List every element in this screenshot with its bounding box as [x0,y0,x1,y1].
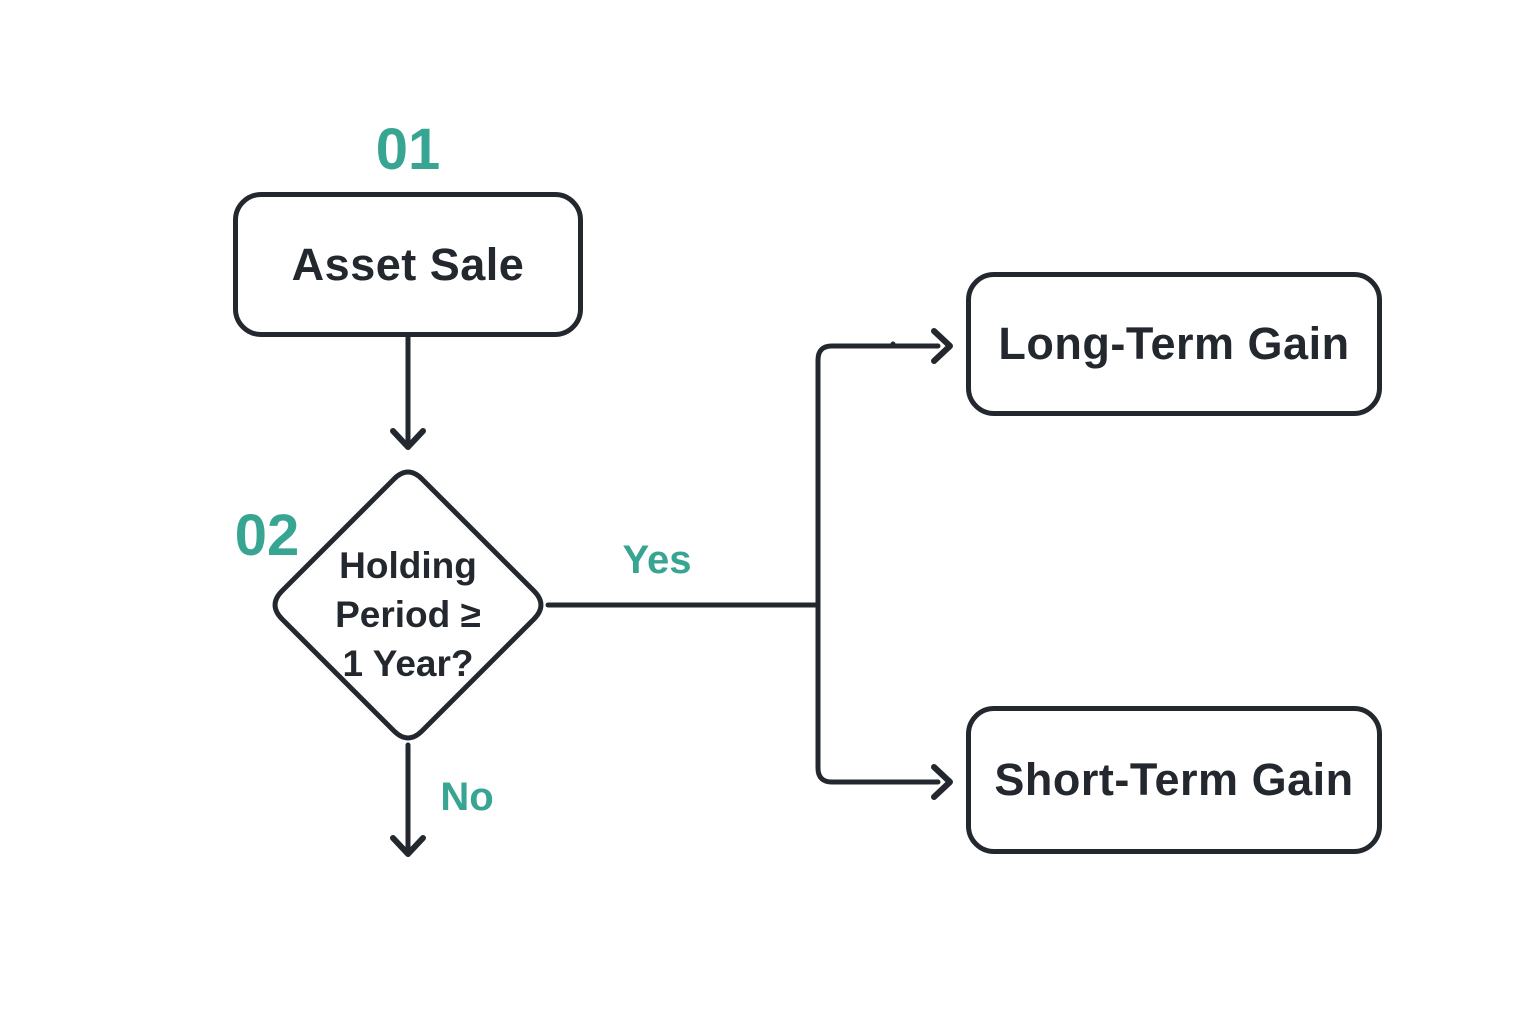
step-number-02: 02 [234,503,300,568]
node-holding-period-label: Holding Period ≥ 1 Year? [335,545,481,684]
arrowhead-right-long-term-icon [931,328,953,364]
node-long-term-gain-label: Long-Term Gain [998,318,1350,369]
step-number-01: 01 [375,117,441,182]
arrowhead-down-decision-icon [390,428,426,450]
edge-label-yes: Yes [622,538,692,582]
node-short-term-gain-label: Short-Term Gain [994,754,1354,805]
arrowhead-right-short-term-icon [931,764,953,800]
arrowhead-down-no-icon [390,835,426,857]
decision-diamond-shape [272,469,544,741]
node-short-term-gain: Short-Term Gain [966,706,1382,854]
node-asset-sale: Asset Sale [233,192,583,337]
edge-branch-to-long-term [815,343,941,608]
edge-label-no: No [440,775,494,819]
node-long-term-gain: Long-Term Gain [966,272,1382,416]
stray-dot [890,341,896,347]
edge-branch-to-short-term [815,602,941,785]
node-asset-sale-label: Asset Sale [291,238,525,290]
